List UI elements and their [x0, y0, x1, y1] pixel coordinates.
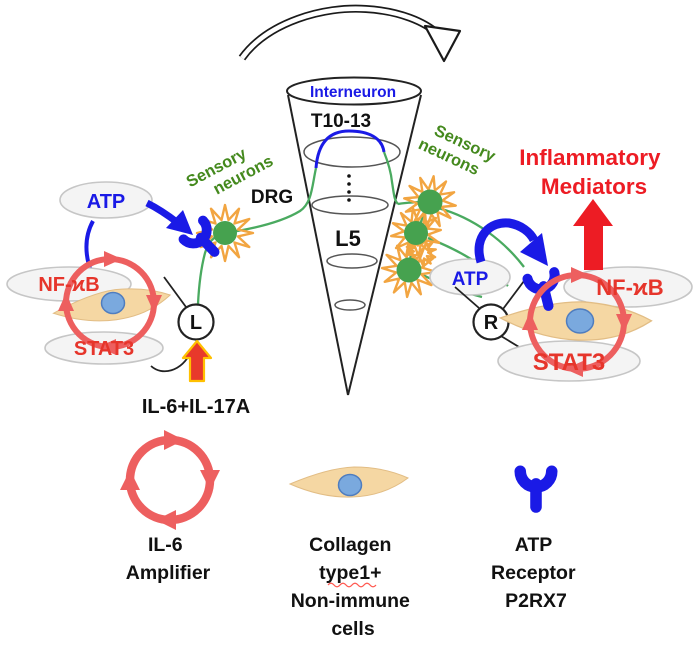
legend-receptor-line1: ATP: [515, 534, 553, 556]
cone-left-edge: [287, 94, 349, 396]
atp-signal-arrow-left: [145, 199, 193, 235]
legend-collagen-line3: Non-immune: [291, 590, 410, 612]
atp-signal-arrow-right: [474, 218, 548, 266]
legend-collagen-line4: cells: [331, 618, 375, 640]
stat3-label-right: STAT3: [533, 349, 605, 376]
atp-label-left: ATP: [87, 191, 126, 213]
atp-oval-left: [59, 181, 153, 219]
neuron-process-line: [454, 286, 480, 309]
segment-l5-label: L5: [335, 226, 361, 251]
svg-text:Sensory neurons: Sensory neurons: [416, 118, 503, 185]
stat3-oval-right: [497, 340, 641, 382]
legend-il6-line1: IL-6: [148, 534, 183, 556]
nfkb-label-right: NF-ϰB: [596, 275, 663, 300]
svg-text:IL-6 Amplifier: IL-6 Amplifier: [126, 534, 211, 584]
interneuron-arc: [314, 129, 386, 169]
legend-receptor-line3: P2RX7: [505, 590, 567, 612]
interneuron-label: Interneuron: [310, 84, 396, 101]
node-l-label: L: [190, 312, 202, 334]
segments-t10-13-label: T10-13: [311, 111, 371, 132]
cone-right-edge: [347, 94, 422, 396]
drg-starburst: [197, 205, 253, 261]
legend-receptor-line2: Receptor: [491, 562, 576, 584]
cell-nucleus-right: [565, 308, 595, 334]
node-r-label: R: [484, 312, 499, 334]
atp-receptor-icon: [520, 471, 552, 507]
curved-rotation-arrow-icon: [238, 4, 462, 63]
green-neuron-soma-icon: [417, 189, 443, 215]
cone-segment-ellipse: [303, 136, 401, 168]
right-nerve-terminals: [380, 173, 459, 299]
neuron-process-line: [502, 280, 525, 310]
cell-nucleus-left: [100, 291, 126, 315]
left-paw-node: [177, 303, 215, 341]
legend-cell-nucleus: [337, 473, 363, 497]
yellow-outlined-red-up-arrow-icon: [181, 339, 213, 383]
atp-label-right: ATP: [452, 269, 489, 290]
il6-il17a-input-label: IL-6+IL-17A: [142, 396, 250, 418]
cone-segment-ellipse: [326, 253, 378, 269]
legend-atp-receptor: ATP Receptor P2RX7: [491, 471, 581, 612]
svg-text:ATP Receptor P2RX7: ATP Receptor P2RX7: [491, 534, 581, 612]
green-neuron-soma-icon: [396, 257, 422, 283]
inflammatory-line1: Inflammatory: [519, 145, 661, 170]
neuron-process-line: [163, 276, 187, 308]
legend-collagen-cell: Collagen type1+ Non-immune cells: [289, 466, 416, 640]
cone-top-ellipse: [286, 76, 422, 106]
legend-il6-line2: Amplifier: [126, 562, 211, 584]
atp-oval-right: [429, 258, 511, 296]
cone-segment-ellipse: [334, 299, 366, 311]
segment-ellipsis-dots: [347, 174, 351, 202]
spinal-cord-cone: [286, 76, 422, 396]
legend-collagen-line2: type1+: [319, 562, 381, 584]
green-neuron-soma-icon: [404, 221, 428, 245]
spellcheck-squiggle: [327, 582, 377, 588]
inflammatory-line2: Mediators: [541, 174, 647, 199]
nfkb-label-left: NF-ϰB: [38, 274, 99, 296]
sensory-neurons-label-right: Sensory neurons: [416, 118, 503, 185]
cone-segment-ellipse: [311, 195, 389, 215]
legend-il6-amplifier: IL-6 Amplifier: [120, 430, 220, 584]
legend-collagen-line1: Collagen: [309, 534, 391, 556]
il6-amplifier-loop-icon: [120, 430, 220, 530]
drg-label: DRG: [251, 187, 293, 208]
il6-amplifier-loop-right: [522, 267, 632, 377]
stat3-label-left: STAT3: [74, 338, 134, 360]
green-neuron-soma-icon: [213, 221, 237, 245]
il6-amplifier-loop-left: [58, 251, 162, 355]
red-up-arrow-icon: [573, 199, 613, 270]
inflammatory-mediators-label: Inflammatory Mediators: [519, 145, 667, 199]
svg-text:Collagen type1+ No: Collagen type1+ Non-immune cells: [291, 534, 416, 640]
